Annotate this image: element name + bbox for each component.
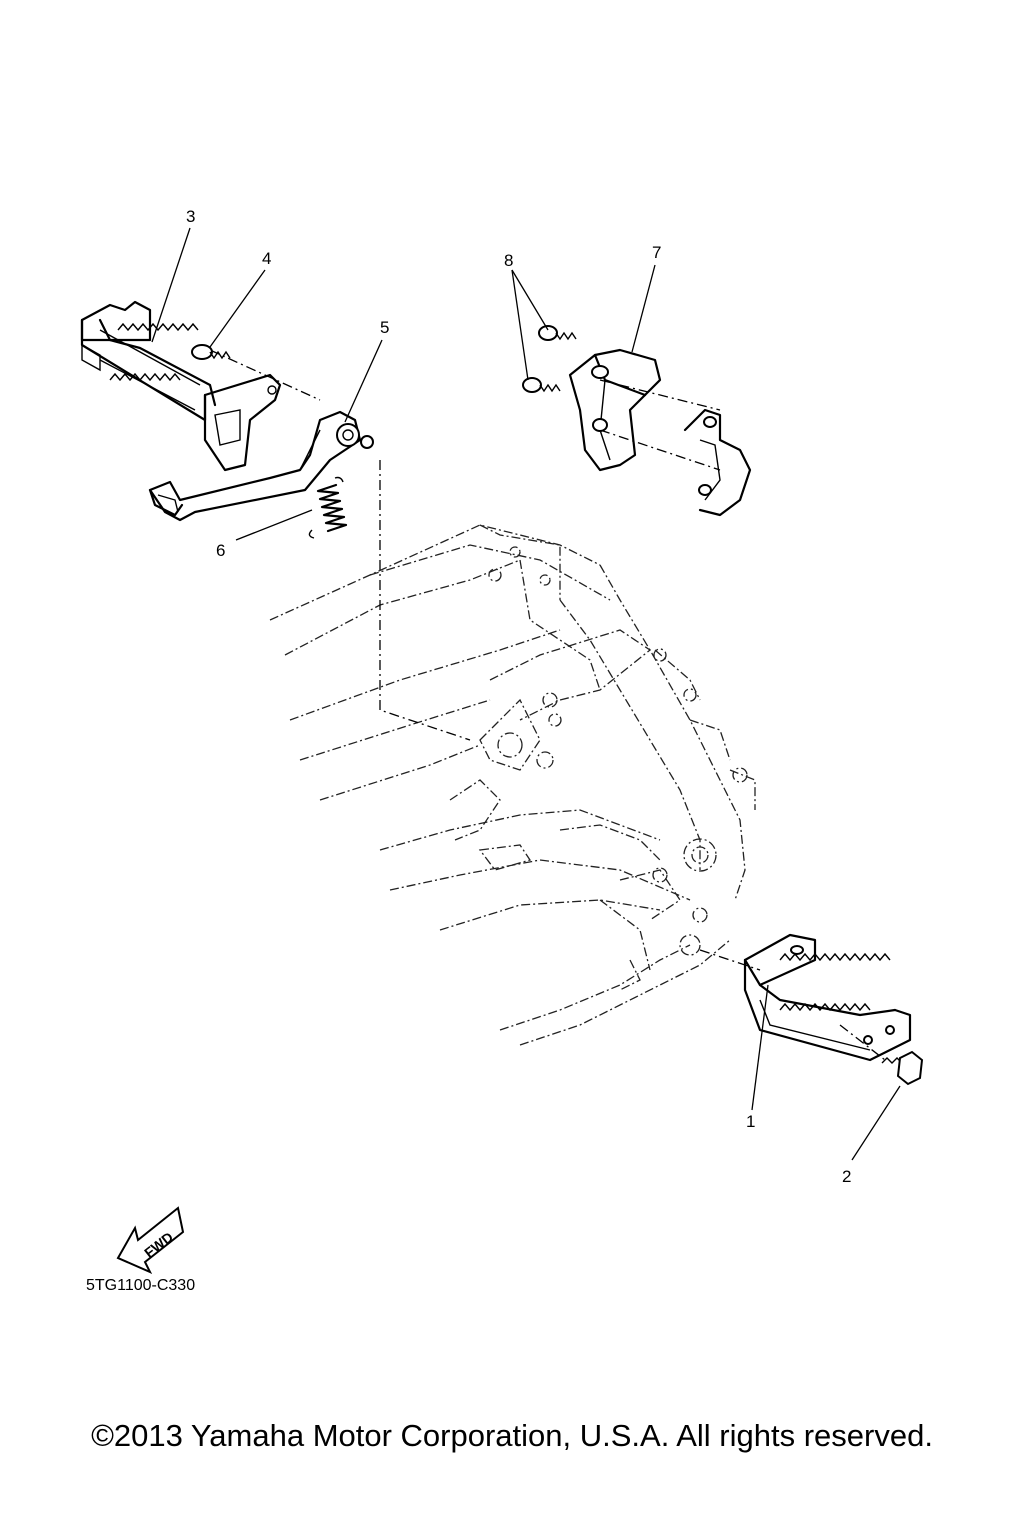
frame-outline (269, 524, 756, 1046)
callout-4: 4 (262, 249, 271, 268)
callout-3: 3 (186, 207, 195, 226)
callout-labels: 3 4 5 6 7 8 1 2 (186, 207, 851, 1186)
return-spring (308, 476, 348, 539)
copyright-notice: ©2013 Yamaha Motor Corporation, U.S.A. A… (91, 1418, 933, 1453)
diagram-ref-code: 5TG1100-C330 (86, 1277, 195, 1294)
callout-6: 6 (216, 541, 225, 560)
assembly-lines (209, 349, 886, 1061)
screws-8 (522, 325, 577, 393)
callout-8: 8 (504, 251, 513, 270)
callout-2: 2 (842, 1167, 851, 1186)
leader-lines (151, 227, 901, 1161)
left-footrest (80, 300, 282, 472)
callout-5: 5 (380, 318, 389, 337)
bolt-4 (191, 344, 231, 360)
parts-diagram: 3 4 5 6 7 8 1 2 FWD 5TG1100-C330 (80, 207, 924, 1294)
heel-guard (568, 348, 752, 517)
bolt-2 (881, 1050, 924, 1086)
brake-pedal (148, 410, 374, 522)
fwd-arrow-icon: FWD (116, 1206, 185, 1275)
callout-1: 1 (746, 1112, 755, 1131)
right-footrest (743, 933, 912, 1062)
callout-7: 7 (652, 243, 661, 262)
